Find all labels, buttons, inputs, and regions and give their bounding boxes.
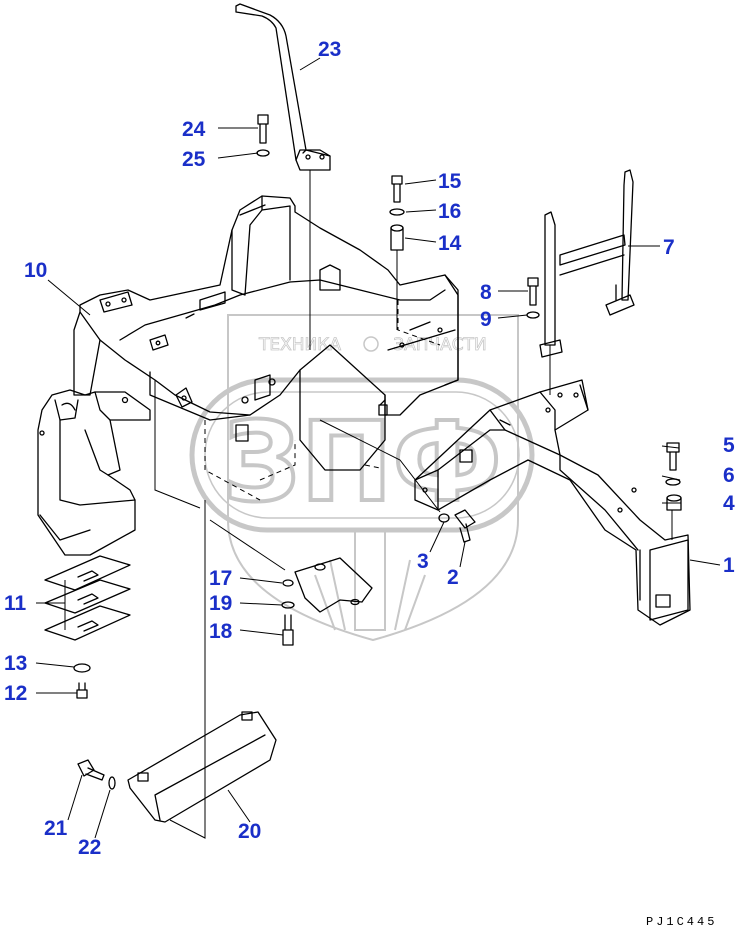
part-17-plate [282, 557, 373, 613]
callout-1: 1 [723, 554, 735, 577]
watermark-logo-text: ЗПФ [222, 398, 501, 526]
rail-bracket [539, 211, 563, 358]
part-8-bolt [527, 277, 539, 306]
part-2-bolt [454, 509, 476, 543]
part-10-frame [73, 170, 459, 501]
callout-10: 10 [24, 259, 47, 282]
callout-12: 12 [4, 682, 27, 705]
part-15-bolt [391, 175, 403, 203]
callout-13: 13 [4, 652, 27, 675]
callout-20: 20 [238, 820, 261, 843]
callouts: 23 24 25 15 16 14 7 8 9 10 5 6 4 1 2 3 1… [4, 38, 735, 859]
callout-5: 5 [723, 434, 735, 457]
callout-9: 9 [480, 308, 492, 331]
part-21-bolt [77, 759, 105, 781]
part-11-shims [44, 555, 131, 641]
watermark-left-text: ТЕХНИКА [258, 335, 341, 355]
part-24-bolt [257, 114, 269, 144]
callout-3: 3 [417, 550, 429, 573]
callout-7: 7 [663, 236, 675, 259]
part-22-washer [108, 776, 116, 790]
callout-21: 21 [44, 817, 68, 840]
part-12-bolt [76, 682, 88, 699]
part-25-washer [256, 149, 270, 157]
callout-16: 16 [438, 200, 461, 223]
gear-icon [363, 336, 379, 352]
callout-18: 18 [209, 620, 233, 643]
watermark: ТЕХНИКА ЗАПЧАСТИ ЗПФ [189, 314, 535, 642]
part-1-side-arm [414, 379, 691, 626]
part-7-handrail [559, 169, 635, 316]
part-18-bolt [282, 614, 294, 646]
callout-8: 8 [480, 281, 492, 304]
callout-4: 4 [723, 492, 735, 515]
part-23-handrail [235, 3, 331, 171]
part-14-spacer [390, 224, 404, 251]
callout-2: 2 [447, 566, 459, 589]
callout-6: 6 [723, 464, 735, 487]
part-4-spacer [666, 494, 682, 511]
left-support-block [37, 389, 151, 556]
callout-15: 15 [438, 170, 462, 193]
callout-11: 11 [4, 592, 27, 615]
part-6-washer [665, 478, 681, 486]
drawing-code: PJ1C445 [646, 915, 717, 929]
part-20-cover [127, 711, 277, 823]
callout-23: 23 [318, 38, 341, 61]
callout-19: 19 [209, 592, 232, 615]
leader-lines [35, 57, 721, 839]
part-16-washer [389, 208, 405, 216]
wheat-icon [314, 529, 426, 631]
callout-24: 24 [182, 118, 206, 141]
callout-17: 17 [209, 567, 232, 590]
part-5-bolt [666, 442, 680, 471]
callout-22: 22 [78, 836, 101, 859]
callout-14: 14 [438, 232, 462, 255]
part-13-washer [73, 663, 91, 673]
callout-25: 25 [182, 148, 206, 171]
part-9-washer [526, 311, 540, 319]
